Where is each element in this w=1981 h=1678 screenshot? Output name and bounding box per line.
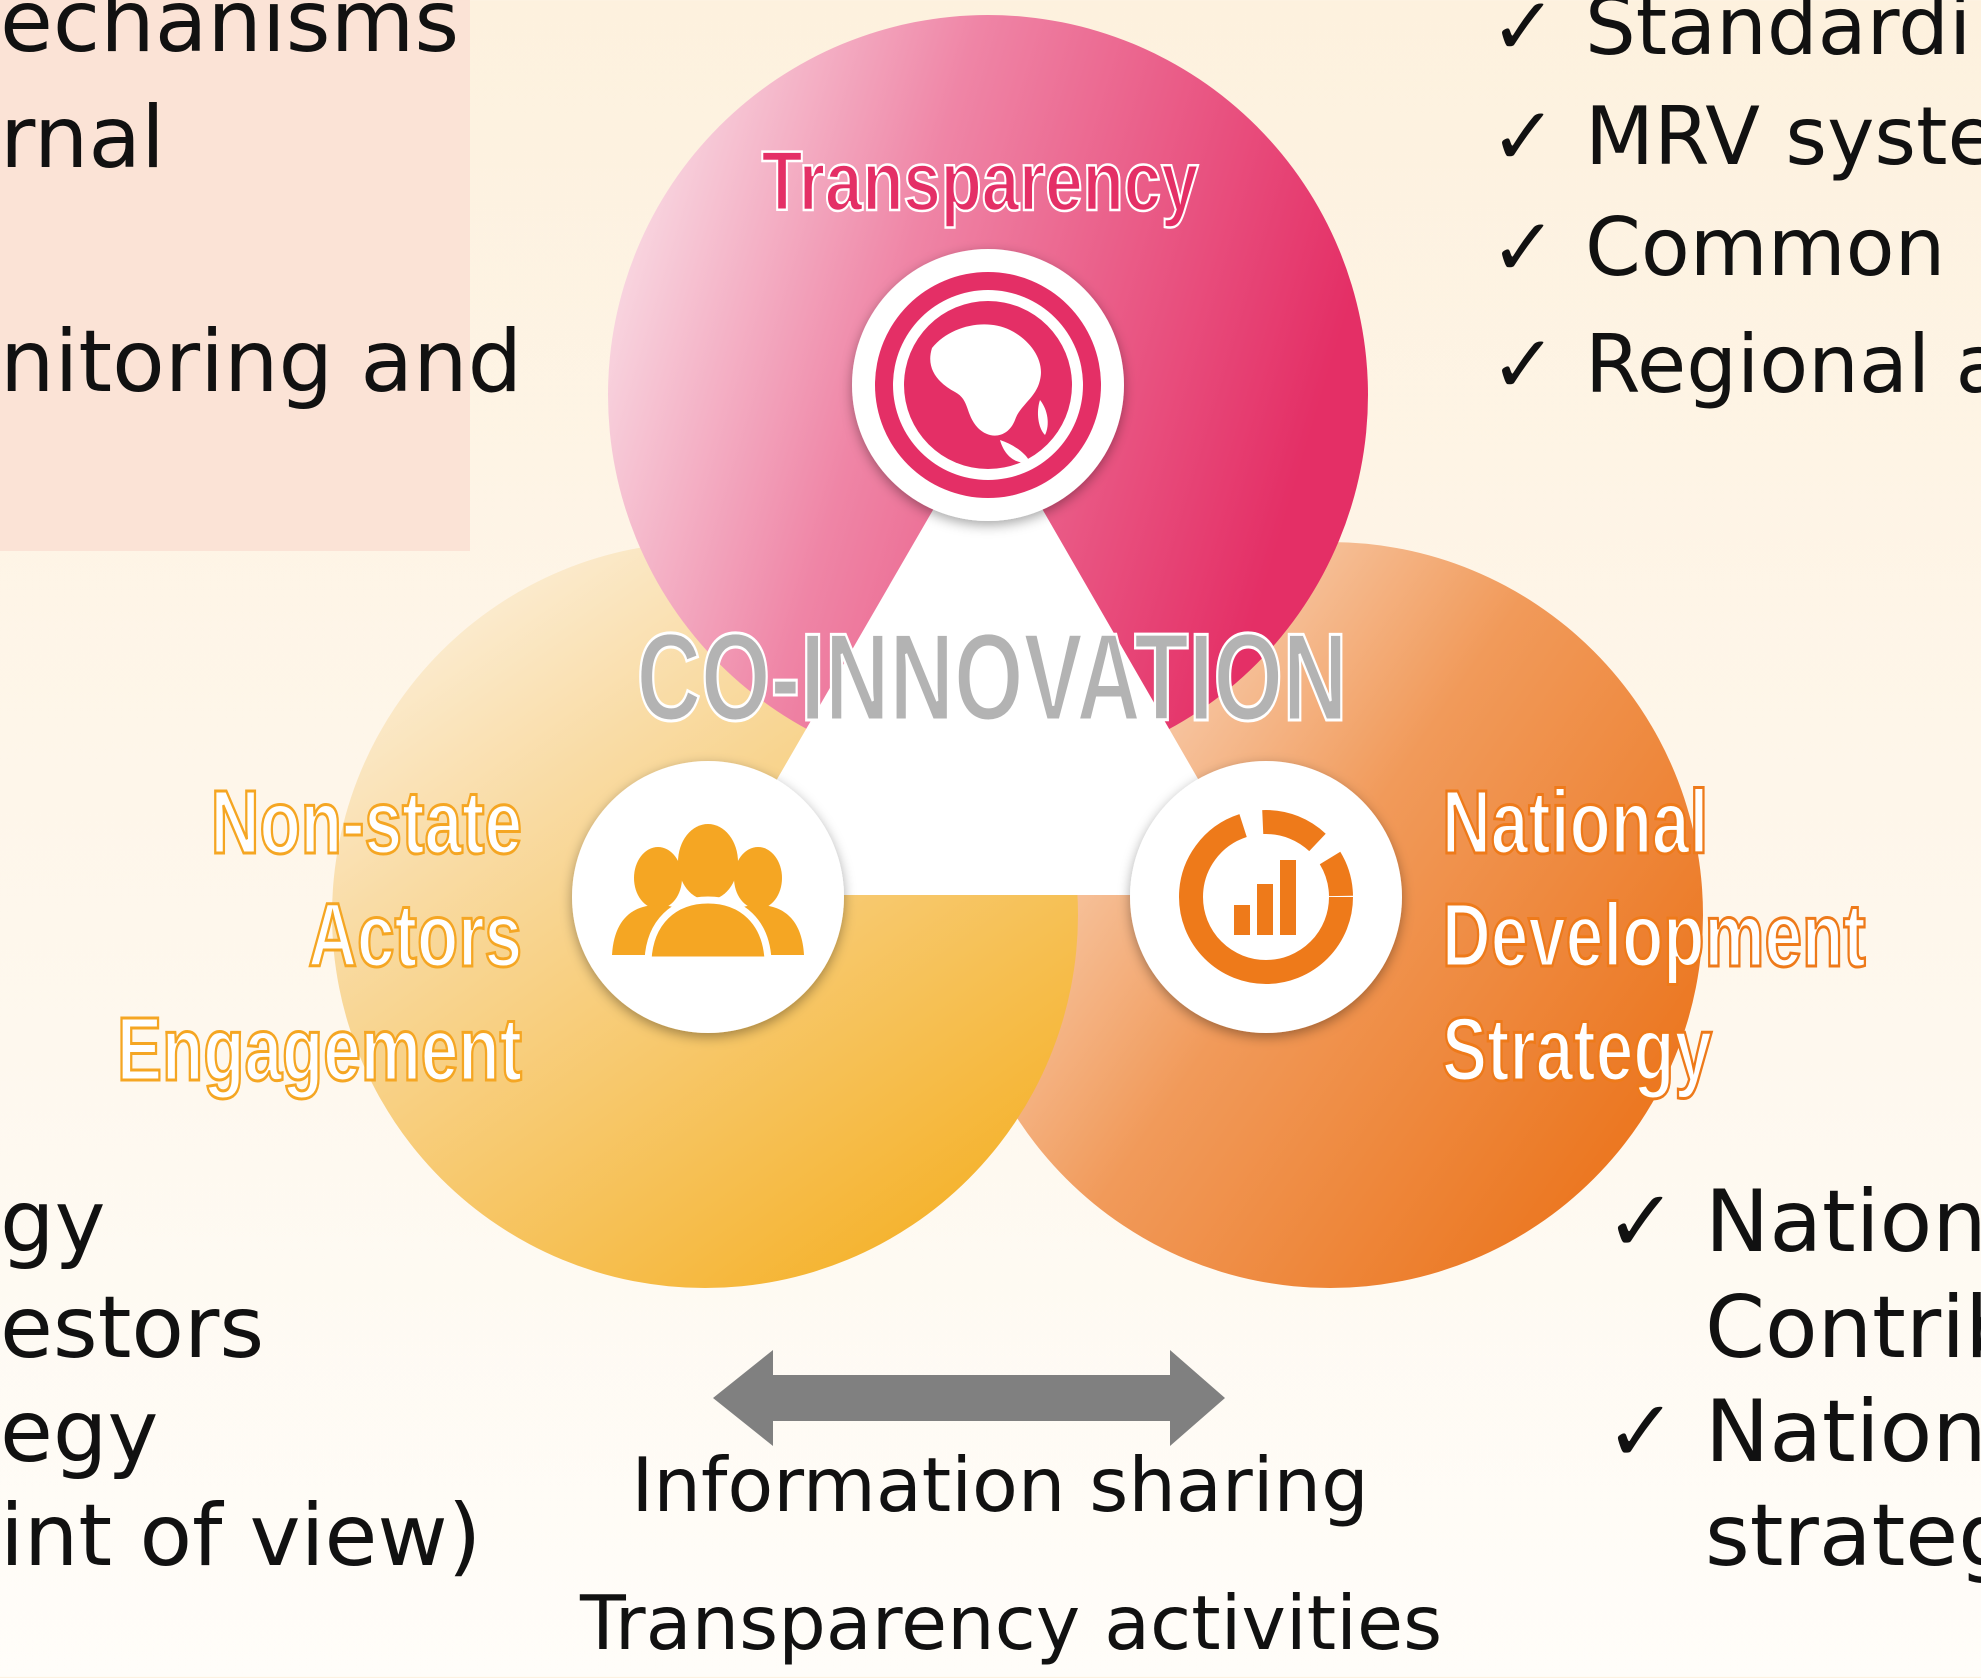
left-list-line: int of view) — [0, 1486, 482, 1586]
right-list-line: strategy — [1705, 1486, 1981, 1586]
center-triangle — [710, 415, 1265, 895]
top-right-item-label: Common — [1585, 201, 1946, 294]
non-state-label-line3: Engagement — [117, 999, 522, 1100]
globe-icon — [852, 249, 1124, 521]
check-icon: ✓ — [1490, 318, 1558, 411]
check-icon: ✓ — [1605, 1382, 1678, 1482]
top-left-box — [0, 0, 470, 551]
top-right-item: ✓ Common — [1490, 196, 1945, 300]
people-icon — [572, 761, 844, 1033]
top-right-item-label: Standardi — [1585, 0, 1972, 73]
right-list-label: Nationa — [1705, 1382, 1981, 1482]
non-state-label-line2: Actors — [308, 885, 522, 986]
chart-icon — [1130, 761, 1402, 1033]
left-list-line: estors — [0, 1278, 265, 1378]
top-right-item: ✓ MRV syste — [1490, 85, 1981, 189]
double-arrow-icon — [713, 1350, 1225, 1446]
bottom-caption-line1: Information sharing — [631, 1441, 1369, 1529]
top-right-item-label: Regional a — [1585, 318, 1981, 411]
left-list-line: egy — [0, 1382, 159, 1482]
non-state-label-line1: Non-state — [211, 772, 522, 873]
check-icon: ✓ — [1490, 201, 1558, 294]
co-innovation-label: CO-INNOVATION — [637, 608, 1348, 747]
check-icon: ✓ — [1490, 90, 1558, 183]
national-label-line2: Development — [1442, 885, 1866, 986]
top-left-line-3: nitoring and — [0, 312, 523, 412]
top-left-line-1: echanisms — [0, 0, 460, 72]
right-list-line: Contribu — [1705, 1278, 1981, 1378]
transparency-label: Transparency — [762, 135, 1199, 229]
top-right-item: ✓ Standardi — [1490, 0, 1971, 79]
right-list-line: ✓ Nationa — [1605, 1170, 1981, 1274]
top-right-item: ✓ Regional a — [1490, 313, 1981, 417]
top-left-line-2: rnal — [0, 88, 165, 188]
check-icon: ✓ — [1490, 0, 1558, 73]
check-icon: ✓ — [1605, 1172, 1678, 1272]
left-list-line: gy — [0, 1172, 106, 1272]
right-list-label: Nationa — [1705, 1172, 1981, 1272]
right-list-line: ✓ Nationa — [1605, 1380, 1981, 1484]
national-label-line1: National — [1442, 772, 1708, 873]
top-right-item-label: MRV syste — [1585, 90, 1981, 183]
national-label-line3: Strategy — [1442, 999, 1712, 1100]
bottom-caption-line2: Transparency activities — [580, 1579, 1443, 1667]
